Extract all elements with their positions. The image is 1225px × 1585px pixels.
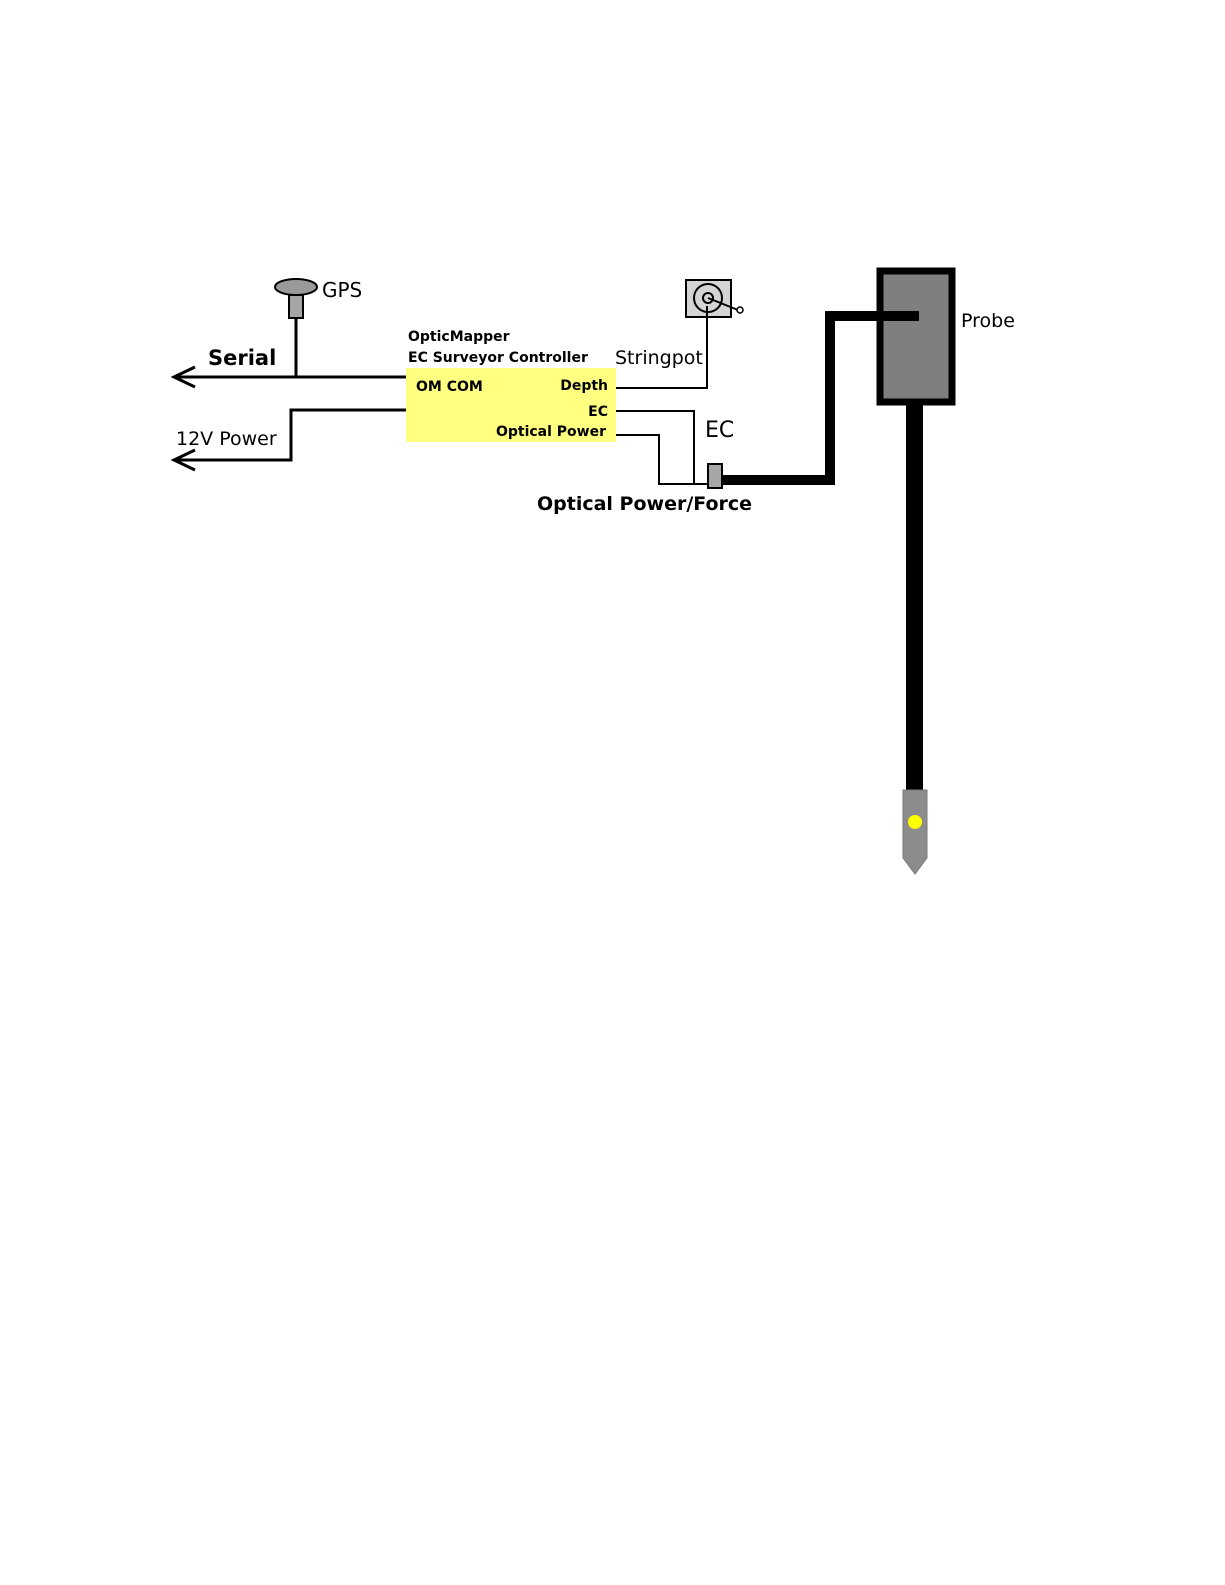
ec-label: EC: [705, 418, 734, 443]
connector: [708, 464, 722, 488]
stringpot-icon: [686, 280, 743, 317]
controller-title-line1: OpticMapper: [408, 329, 510, 345]
port-om-com-label: OM COM: [416, 379, 483, 395]
port-ec-label: EC: [588, 404, 608, 420]
probe-label: Probe: [961, 310, 1015, 332]
gps-label: GPS: [322, 278, 362, 302]
serial-label: Serial: [208, 346, 276, 370]
port-depth-label: Depth: [560, 378, 608, 394]
serial-line: [174, 367, 406, 387]
gps-antenna: [275, 279, 317, 377]
stringpot-label: Stringpot: [615, 347, 703, 369]
probe-rod: [906, 405, 923, 791]
sensor-dot: [908, 815, 922, 829]
ec-wire: [616, 411, 694, 438]
probe-tip: [903, 790, 927, 874]
port-optical-power-label: Optical Power: [496, 424, 606, 440]
power-12v-label: 12V Power: [176, 428, 277, 450]
controller-title-line2: EC Surveyor Controller: [408, 350, 588, 366]
probe-head: [880, 271, 952, 402]
optical-power-force-label: Optical Power/Force: [537, 493, 752, 515]
